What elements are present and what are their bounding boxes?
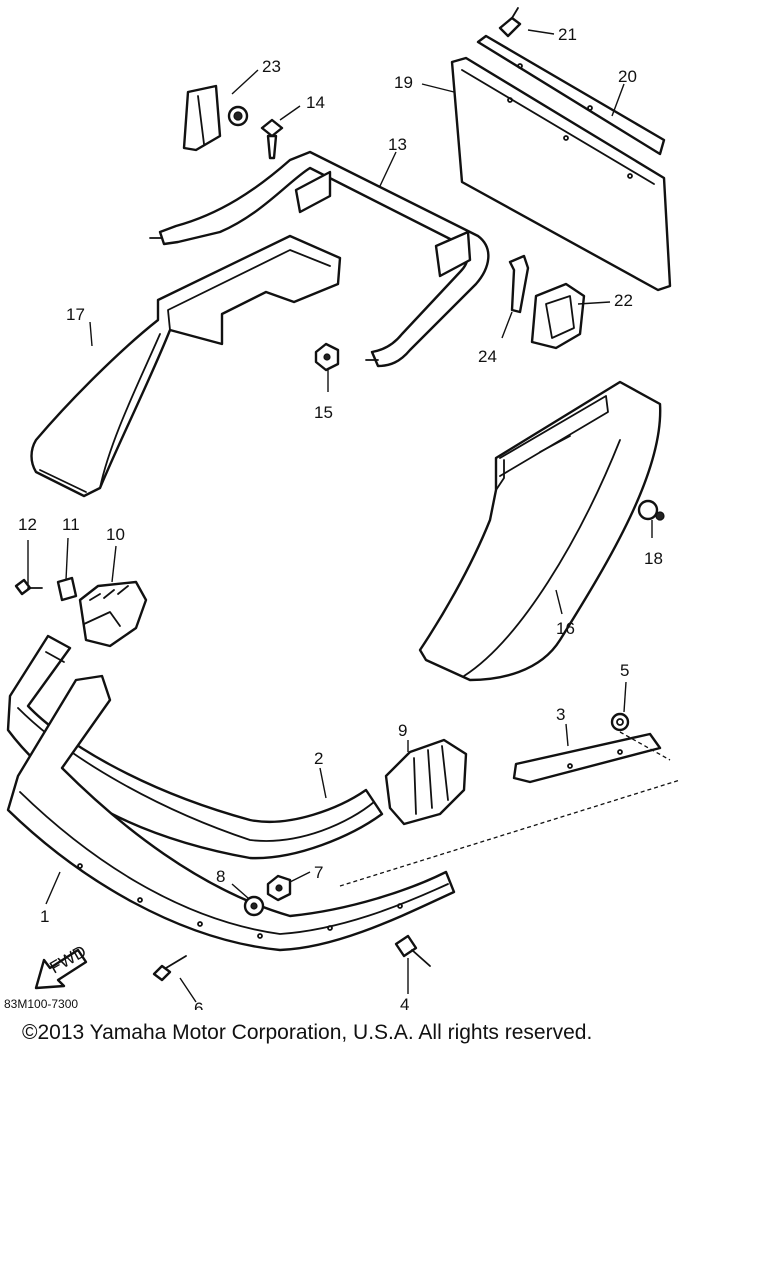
callout-5: 5 xyxy=(620,661,629,680)
callout-22: 22 xyxy=(614,291,633,310)
callout-12: 12 xyxy=(18,515,37,534)
parts-diagram: FWD 21 20 19 23 14 13 17 24 22 15 18 16 … xyxy=(6,7,681,1010)
part-11-collar[interactable] xyxy=(56,576,78,602)
callout-3: 3 xyxy=(556,705,565,724)
diagram-code: 83M100-7300 xyxy=(4,997,79,1011)
part-9-damper[interactable] xyxy=(384,738,468,826)
callout-13: 13 xyxy=(388,135,407,154)
callout-24: 24 xyxy=(478,347,497,366)
callout-19: 19 xyxy=(394,73,413,92)
part-7-nut[interactable] xyxy=(266,874,292,902)
part-4-rivet[interactable] xyxy=(394,934,431,967)
callout-1: 1 xyxy=(40,907,49,926)
copyright-notice: ©2013 Yamaha Motor Corporation, U.S.A. A… xyxy=(22,1021,593,1044)
callout-15: 15 xyxy=(314,403,333,422)
part-13-frame-stay[interactable] xyxy=(149,150,490,368)
part-19-flap-panel[interactable] xyxy=(450,56,672,292)
part-18-bolt[interactable] xyxy=(637,499,665,521)
part-12-screw[interactable] xyxy=(14,578,43,596)
part-5-washer[interactable] xyxy=(610,712,630,732)
callout-16: 16 xyxy=(556,619,575,638)
part-16-side-cover-right[interactable] xyxy=(418,380,662,682)
part-24-cable-tie[interactable] xyxy=(508,254,530,314)
callout-7: 7 xyxy=(314,863,323,882)
callout-14: 14 xyxy=(306,93,325,112)
callout-2: 2 xyxy=(314,749,323,768)
part-6-screw[interactable] xyxy=(152,955,187,982)
callout-4: 4 xyxy=(400,995,409,1010)
callout-18: 18 xyxy=(644,549,663,568)
callout-23: 23 xyxy=(262,57,281,76)
part-21-rivet[interactable] xyxy=(498,7,522,38)
part-10-clamp[interactable] xyxy=(78,580,148,648)
callout-11: 11 xyxy=(62,515,80,534)
fwd-arrow-icon: FWD xyxy=(34,942,90,990)
part-8-grommet[interactable] xyxy=(243,895,265,917)
part-3-strip[interactable] xyxy=(512,732,662,784)
callout-10: 10 xyxy=(106,525,125,544)
part-22-clip[interactable] xyxy=(530,282,586,350)
part-1-bumper-lower[interactable] xyxy=(6,674,456,952)
callout-21: 21 xyxy=(558,25,577,44)
callout-8: 8 xyxy=(216,867,225,886)
callout-20: 20 xyxy=(618,67,637,86)
callout-6: 6 xyxy=(194,999,203,1010)
part-15-nut[interactable] xyxy=(314,342,340,372)
part-23-bracket[interactable] xyxy=(182,84,249,152)
part-14-bolt[interactable] xyxy=(260,118,284,160)
part-17-side-cover-left[interactable] xyxy=(30,234,342,498)
callout-17: 17 xyxy=(66,305,85,324)
callout-9: 9 xyxy=(398,721,407,740)
part-20-strip[interactable] xyxy=(476,34,666,156)
